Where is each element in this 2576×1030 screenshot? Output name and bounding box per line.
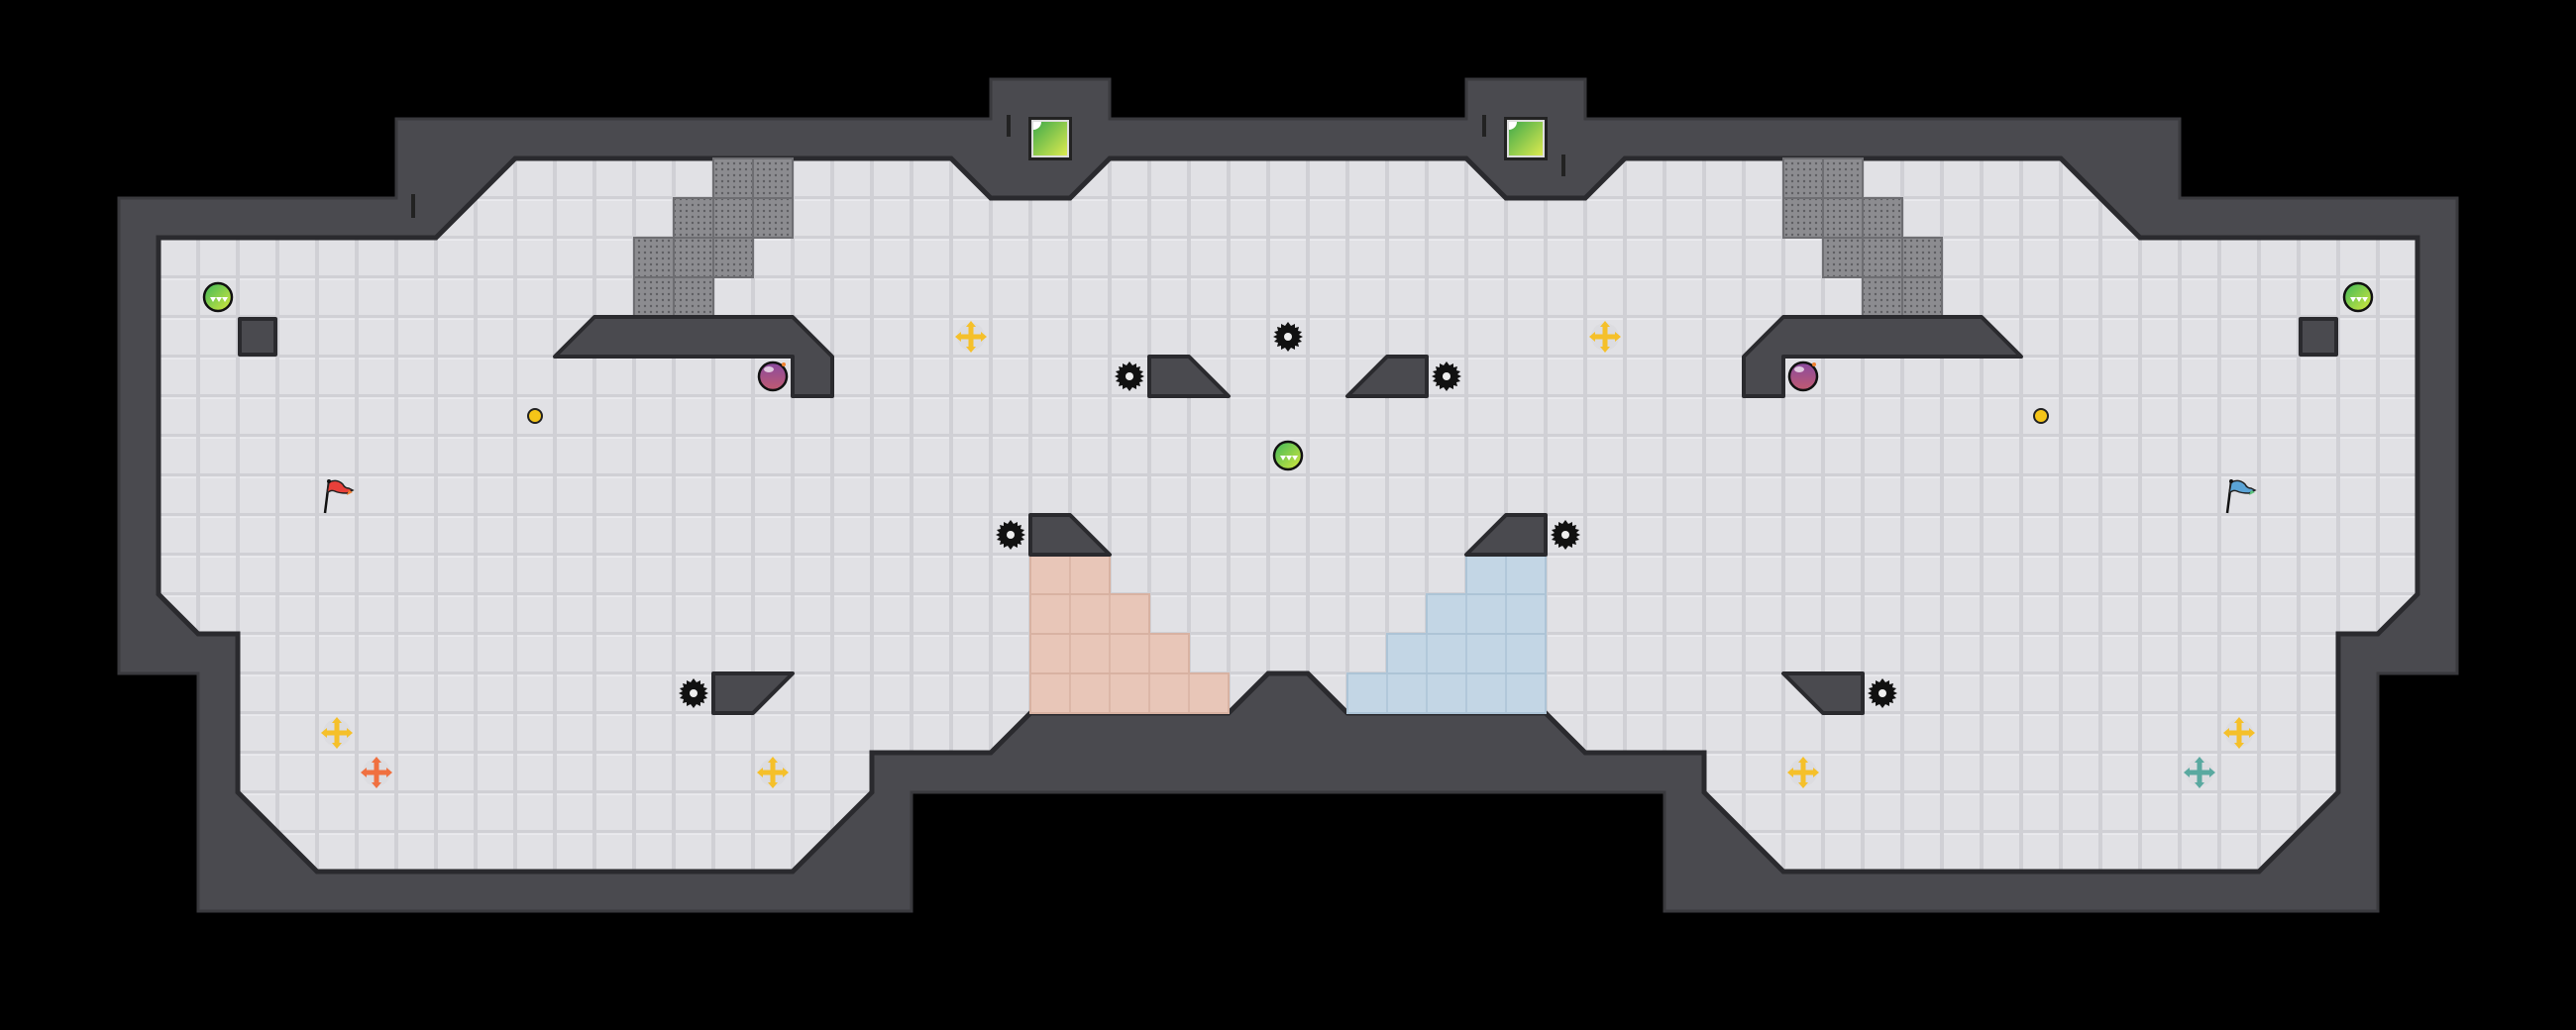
bomb-icon	[757, 360, 789, 392]
wall-ledge-right	[1742, 315, 2023, 398]
wall-wedge	[1147, 355, 1231, 398]
wall-ledge-left	[553, 315, 834, 398]
wall-wedge	[1781, 671, 1865, 715]
wall-block-left	[238, 317, 277, 357]
wall-wedge	[1028, 513, 1112, 557]
portal-icon	[1027, 116, 1073, 161]
button-icon	[2033, 408, 2049, 424]
button-icon	[527, 408, 543, 424]
powerup-icon	[202, 281, 234, 313]
wall-marks	[411, 115, 1565, 218]
gate-tiles-right	[1782, 157, 1943, 318]
blue-zone-grid	[1386, 555, 1546, 713]
wall-wedge	[1345, 355, 1429, 398]
wall-wedge	[711, 671, 795, 715]
powerup-icon	[2342, 281, 2374, 313]
wall-block-right	[2299, 317, 2338, 357]
red-zone-grid	[1030, 555, 1190, 713]
wall-wedge	[1464, 513, 1548, 557]
inner-walls	[238, 315, 2338, 715]
bomb-icon	[1787, 360, 1819, 392]
powerup-icon	[1272, 440, 1304, 471]
portal-icon	[1503, 116, 1549, 161]
